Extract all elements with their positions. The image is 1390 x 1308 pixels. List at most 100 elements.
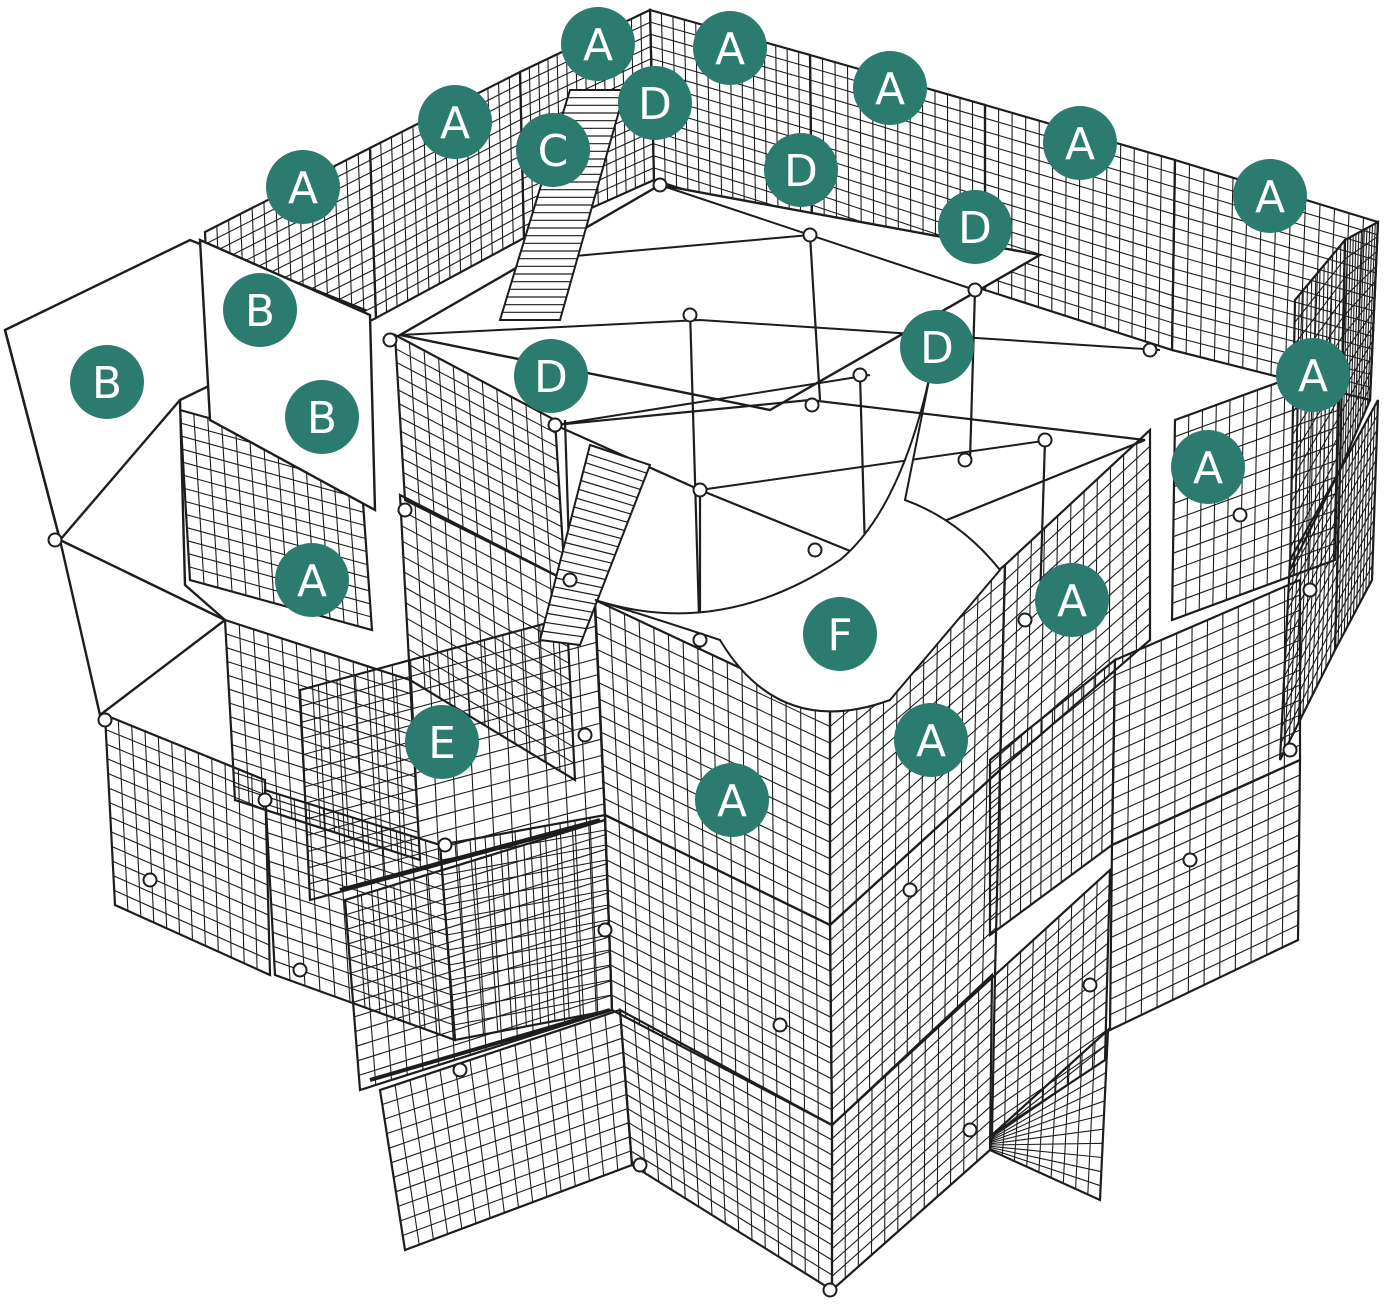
- support-pole: [1038, 439, 1047, 601]
- callout-a-grid-panel: A: [1043, 106, 1117, 180]
- connector-clip: [804, 397, 820, 413]
- callout-a-grid-panel: A: [266, 150, 340, 224]
- connector-clip: [1082, 977, 1098, 993]
- callout-b-plain-panel: B: [70, 345, 144, 419]
- connector-clip: [807, 542, 823, 558]
- callout-d-shelf: D: [514, 339, 588, 413]
- callout-d-shelf: D: [764, 133, 838, 207]
- front-right-panel: [828, 767, 1002, 1128]
- connector-clip: [547, 417, 563, 433]
- callout-d-shelf: D: [900, 310, 974, 384]
- connector-clip: [822, 1282, 838, 1298]
- support-pole: [688, 309, 702, 651]
- callout-letter: A: [1057, 576, 1087, 627]
- callout-letter: B: [307, 393, 337, 444]
- callout-f-hammock: F: [803, 597, 877, 671]
- part-callouts: A A A A A A A A A A A A A B B B C D D D D D E F: [70, 7, 1350, 837]
- callout-letter: A: [1298, 351, 1328, 402]
- left-lower-panel: [103, 713, 272, 977]
- callout-a-grid-panel: A: [275, 543, 349, 617]
- front-center-panel: [618, 1008, 834, 1292]
- door-rod: [339, 818, 601, 892]
- callout-letter: E: [428, 718, 456, 769]
- front-right-panel: [988, 1027, 1110, 1202]
- right-wall-panel: [988, 657, 1117, 938]
- callout-letter: A: [916, 716, 946, 767]
- callout-letter: A: [1193, 443, 1223, 494]
- connector-clip: [652, 177, 668, 193]
- callout-letter: B: [92, 358, 122, 409]
- callout-letter: A: [583, 20, 613, 71]
- connector-clip: [97, 712, 113, 728]
- connector-clip: [632, 1157, 648, 1173]
- connector-clip: [1037, 432, 1053, 448]
- callout-a-grid-panel: A: [1233, 159, 1307, 233]
- connector-clip: [1302, 582, 1318, 598]
- door-rod: [369, 1008, 611, 1082]
- callout-letter: A: [875, 64, 905, 115]
- connector-clip: [452, 1062, 468, 1078]
- connector-clip: [1142, 342, 1158, 358]
- connector-clip: [902, 882, 918, 898]
- callout-letter: A: [1255, 172, 1285, 223]
- callout-letter: A: [288, 163, 318, 214]
- connector-clip: [802, 227, 818, 243]
- connector-clip: [397, 502, 413, 518]
- callout-letter: D: [638, 79, 672, 130]
- callout-a-grid-panel: A: [695, 763, 769, 837]
- callout-c-ramp: C: [516, 113, 590, 187]
- connector-clip: [142, 872, 158, 888]
- front-center-panel: [603, 813, 834, 1127]
- callout-letter: A: [297, 556, 327, 607]
- right-wall-panel: [1108, 758, 1302, 1032]
- connector-clip: [437, 837, 453, 853]
- connector-clip: [257, 792, 273, 808]
- callout-letter: A: [717, 776, 747, 827]
- connector-clip: [292, 962, 308, 978]
- left-panel: [223, 618, 422, 862]
- connector-clip: [692, 482, 708, 498]
- left-front-panel: [378, 1008, 634, 1252]
- callout-letter: A: [1065, 119, 1095, 170]
- callout-a-grid-panel: A: [1035, 563, 1109, 637]
- callout-letter: A: [715, 24, 745, 75]
- connector-clip: [597, 922, 613, 938]
- support-pole: [858, 374, 867, 551]
- callout-letter: C: [538, 126, 569, 177]
- callout-a-grid-panel: A: [1276, 338, 1350, 412]
- callout-letter: D: [920, 323, 954, 374]
- callout-a-grid-panel: A: [561, 7, 635, 81]
- callout-a-grid-panel: A: [1171, 430, 1245, 504]
- callout-letter: D: [958, 203, 992, 254]
- callout-letter: D: [784, 146, 818, 197]
- callout-a-grid-panel: A: [894, 703, 968, 777]
- connector-clip: [967, 282, 983, 298]
- connector-clip: [962, 1122, 978, 1138]
- connector-clip: [852, 367, 868, 383]
- callout-a-grid-panel: A: [693, 11, 767, 85]
- connector-clip: [1017, 612, 1033, 628]
- support-pole: [968, 289, 977, 461]
- plain-panel-outline: [198, 238, 377, 513]
- callout-letter: D: [534, 352, 568, 403]
- connector-clip: [562, 572, 578, 588]
- callout-letter: A: [440, 98, 470, 149]
- callout-b-plain-panel: B: [223, 273, 297, 347]
- connector-clip: [1232, 507, 1248, 523]
- connector-clip: [692, 632, 708, 648]
- callout-b-plain-panel: B: [285, 380, 359, 454]
- right-wall-panel: [1333, 399, 1380, 651]
- callout-a-grid-panel: A: [853, 51, 927, 125]
- callout-a-grid-panel: A: [418, 85, 492, 159]
- callout-letter: F: [827, 610, 852, 661]
- inner-panel: [438, 813, 614, 1042]
- callout-letter: B: [245, 286, 275, 337]
- shelf: [550, 398, 1146, 557]
- callout-e-door: E: [405, 705, 479, 779]
- connector-clip: [1282, 742, 1298, 758]
- connector-clip: [382, 332, 398, 348]
- callout-d-shelf: D: [938, 190, 1012, 264]
- inner-panel: [398, 493, 577, 783]
- connector-clip: [682, 307, 698, 323]
- connector-clip: [1182, 852, 1198, 868]
